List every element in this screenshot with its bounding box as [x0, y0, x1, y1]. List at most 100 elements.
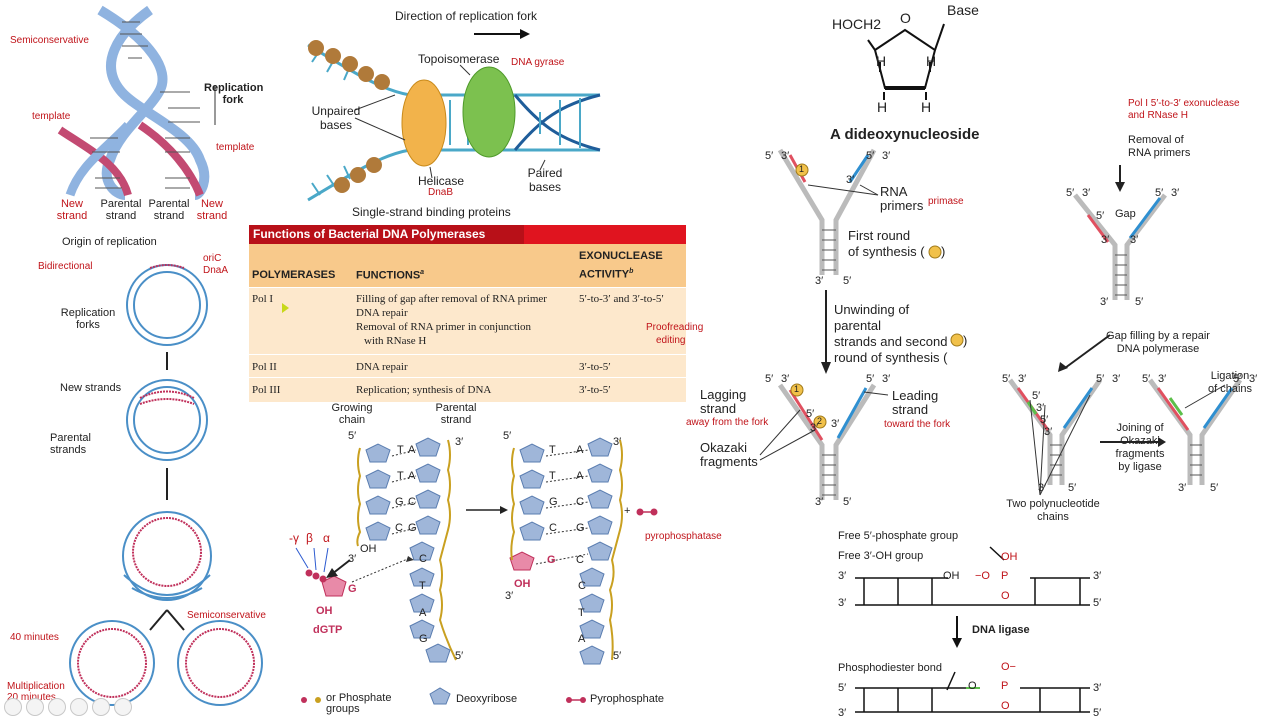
more-icon[interactable]	[114, 698, 132, 716]
new-strands-label: New strands	[60, 382, 122, 394]
row-function: with RNase H	[364, 335, 427, 347]
five-prime: 5′	[838, 682, 847, 694]
header-exonuclease: EXONUCLEASE ACTIVITY	[579, 250, 663, 281]
five-prime-label: 5′	[348, 430, 357, 442]
five-prime: 5′	[1096, 210, 1105, 222]
primase-label: primase	[928, 196, 964, 207]
removal-label: Removal of RNA primers	[1128, 134, 1191, 159]
h-label: H	[877, 99, 888, 115]
pol1-label: Pol I 5′-to-3′ exonuclease	[1128, 98, 1240, 109]
template-base: A	[578, 633, 586, 645]
row-name: Pol I	[252, 293, 274, 305]
phosphate-o-2: O	[1001, 700, 1010, 712]
next-icon[interactable]	[26, 698, 44, 716]
three-prime: 3′	[838, 707, 847, 719]
three-prime: 3′	[1100, 296, 1109, 308]
five-prime: 5′	[1002, 373, 1011, 385]
oh-label-3: OH	[316, 605, 333, 617]
oh-label: OH	[360, 543, 377, 555]
parental-strand-label: Parental strand	[435, 402, 477, 426]
three-prime: 3′	[1036, 402, 1045, 414]
three-prime: 3′	[1093, 570, 1102, 582]
three-prime: 3′	[815, 496, 824, 508]
phosphate-p-2: P	[1001, 680, 1009, 692]
previous-icon[interactable]	[4, 698, 22, 716]
three-prime: 3′	[1112, 373, 1121, 385]
template-label-right: template	[216, 142, 255, 153]
five-prime: 5′	[1032, 390, 1041, 402]
phosphodiester-label: Phosphodiester bond	[838, 662, 942, 674]
three-prime-label-2: 3′	[613, 436, 622, 448]
table-title: Functions of Bacterial DNA Polymerases	[249, 225, 524, 244]
three-prime: 3′	[815, 275, 824, 287]
plus-label: +	[624, 505, 631, 517]
header-exonuclease-sup: b	[629, 268, 634, 275]
gamma-label: -γ	[289, 531, 299, 545]
template-base: T	[419, 580, 426, 592]
legend-deoxyribose: Deoxyribose	[456, 693, 518, 705]
dideoxynucleoside-structure	[867, 23, 945, 100]
three-prime-label-3: 3′	[348, 553, 357, 565]
multiplication-label: Multiplication	[7, 681, 65, 692]
five-prime: 5′	[765, 150, 774, 162]
semiconservative-label: Semiconservative	[10, 35, 89, 46]
parental-strand-left-2	[65, 121, 132, 197]
legend-phosphate: or Phosphate groups	[326, 692, 392, 715]
row-function: DNA repair	[356, 307, 408, 319]
row-activity: 3′-to-5′	[579, 384, 611, 396]
three-prime: 3′	[838, 597, 847, 609]
phosphate-o-minus: −O	[975, 570, 990, 582]
base-label: Base	[947, 2, 979, 18]
rna-primers-label: RNA primers	[880, 184, 924, 213]
phosphate-o: O	[1001, 590, 1010, 602]
five-prime: 5′	[1135, 296, 1144, 308]
dna-ligase-diagram	[855, 546, 1090, 713]
base-letter: T	[397, 470, 404, 482]
joining-label: Joining of Okazaki fragments by ligase	[1115, 422, 1165, 473]
ligation-label: Ligation of chains	[1207, 370, 1253, 395]
base-letter: A	[576, 444, 584, 456]
row-name: Pol II	[252, 361, 277, 373]
pen-icon[interactable]	[48, 698, 66, 716]
base-letter: T	[397, 444, 404, 456]
dnab-label: DnaB	[428, 187, 454, 198]
table-row: Pol II DNA repair 3′-to-5′	[249, 354, 686, 379]
five-prime: 5′	[1142, 373, 1151, 385]
base-letter: C	[395, 522, 403, 534]
five-prime: 5′	[1040, 414, 1049, 426]
five-prime: 5′	[866, 150, 875, 162]
lagging-strand-label: Lagging strand	[700, 387, 747, 416]
rnaseh-label: and RNase H	[1128, 110, 1189, 121]
five-prime: 5′	[1096, 373, 1105, 385]
unpaired-bases-label: Unpaired bases	[311, 104, 361, 132]
semiconservative-label-2: Semiconservative	[187, 610, 266, 621]
three-prime: 3′	[882, 373, 891, 385]
free3-label: Free 3′-OH group	[838, 550, 924, 562]
three-prime: 3′	[1082, 187, 1091, 199]
bridge-o: O	[968, 680, 977, 692]
new-strand-label-left: New strand	[56, 198, 88, 222]
toward-label: toward the fork	[884, 419, 951, 430]
base-letter: G	[395, 496, 404, 508]
zoom-icon[interactable]	[92, 698, 110, 716]
step-one-badge: 1	[799, 164, 805, 174]
five-prime: 5′	[1233, 373, 1242, 385]
base-letter: T	[549, 470, 556, 482]
phosphate-oh: OH	[1001, 551, 1018, 563]
paired-bases-label: Paired bases	[527, 166, 563, 194]
oh-label: OH	[943, 570, 960, 582]
okazaki-fragments-label: Okazaki fragments	[700, 440, 758, 469]
dna-gyrase-label: DNA gyrase	[511, 57, 565, 68]
slides-icon[interactable]	[70, 698, 88, 716]
three-prime: 3′	[1178, 482, 1187, 494]
three-prime: 3′	[831, 418, 840, 430]
base-letter: C	[549, 522, 557, 534]
dideoxy-title: A dideoxynucleoside	[830, 126, 980, 143]
replication-forks-label: Replication forks	[60, 307, 116, 331]
row-activity: 5′-to-3′ and 3′-to-5′	[579, 293, 664, 305]
pyrophosphatase-label: pyrophosphatase	[645, 531, 722, 542]
five-prime: 5′	[806, 408, 815, 420]
dgtp-label: dGTP	[313, 624, 343, 636]
ring-oxygen-label: O	[900, 10, 911, 26]
